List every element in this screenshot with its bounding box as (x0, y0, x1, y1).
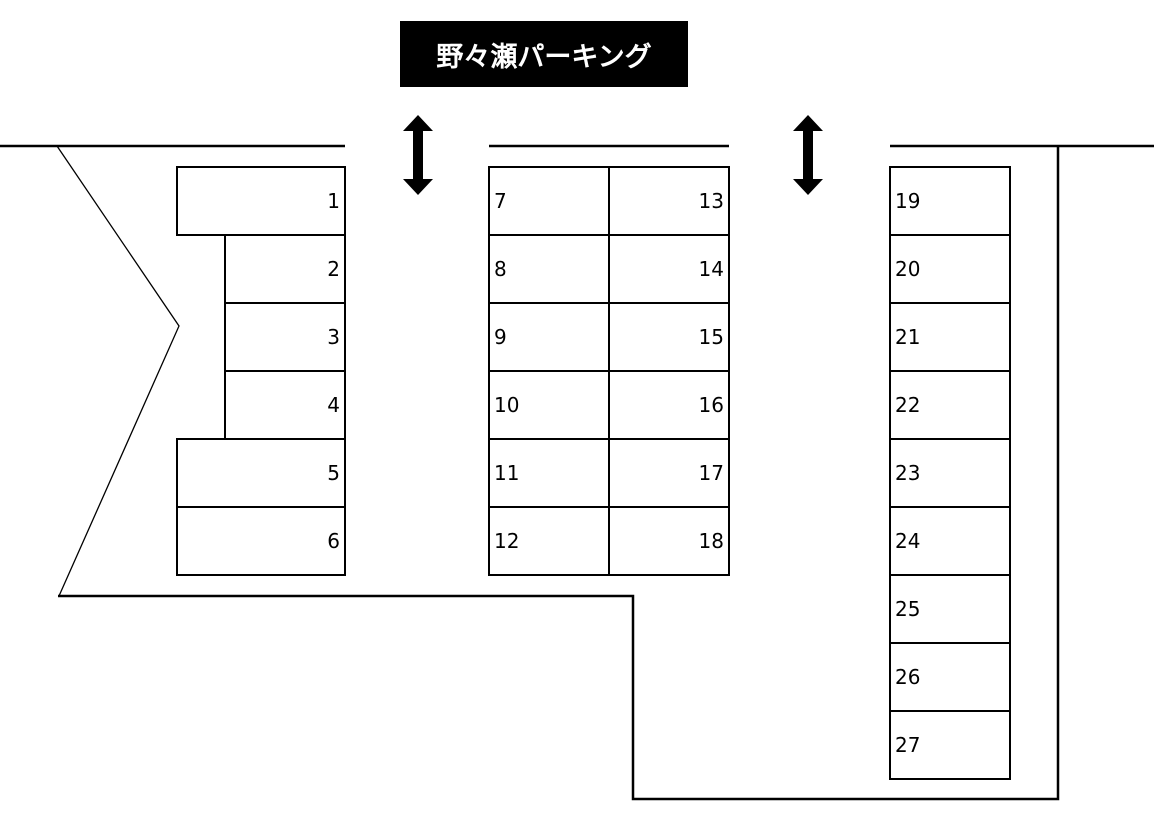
parking-space-3[interactable]: 3 (224, 302, 346, 372)
parking-space-21[interactable]: 21 (889, 302, 1011, 372)
parking-space-1[interactable]: 1 (176, 166, 346, 236)
parking-space-11[interactable]: 11 (488, 438, 611, 508)
parking-space-15[interactable]: 15 (608, 302, 730, 372)
parking-space-24[interactable]: 24 (889, 506, 1011, 576)
parking-space-16[interactable]: 16 (608, 370, 730, 440)
parking-space-5[interactable]: 5 (176, 438, 346, 508)
parking-space-27[interactable]: 27 (889, 710, 1011, 780)
parking-space-4[interactable]: 4 (224, 370, 346, 440)
parking-space-20[interactable]: 20 (889, 234, 1011, 304)
parking-space-25[interactable]: 25 (889, 574, 1011, 644)
up-down-arrow-icon (793, 115, 823, 195)
parking-space-19[interactable]: 19 (889, 166, 1011, 236)
parking-lot-title: 野々瀬パーキング (400, 21, 688, 87)
parking-space-18[interactable]: 18 (608, 506, 730, 576)
parking-space-22[interactable]: 22 (889, 370, 1011, 440)
parking-space-14[interactable]: 14 (608, 234, 730, 304)
parking-space-26[interactable]: 26 (889, 642, 1011, 712)
parking-space-2[interactable]: 2 (224, 234, 346, 304)
parking-space-12[interactable]: 12 (488, 506, 611, 576)
parking-space-17[interactable]: 17 (608, 438, 730, 508)
parking-space-13[interactable]: 13 (608, 166, 730, 236)
parking-space-7[interactable]: 7 (488, 166, 611, 236)
up-down-arrow-icon (403, 115, 433, 195)
parking-space-8[interactable]: 8 (488, 234, 611, 304)
parking-space-6[interactable]: 6 (176, 506, 346, 576)
parking-space-10[interactable]: 10 (488, 370, 611, 440)
parking-space-23[interactable]: 23 (889, 438, 1011, 508)
parking-space-9[interactable]: 9 (488, 302, 611, 372)
